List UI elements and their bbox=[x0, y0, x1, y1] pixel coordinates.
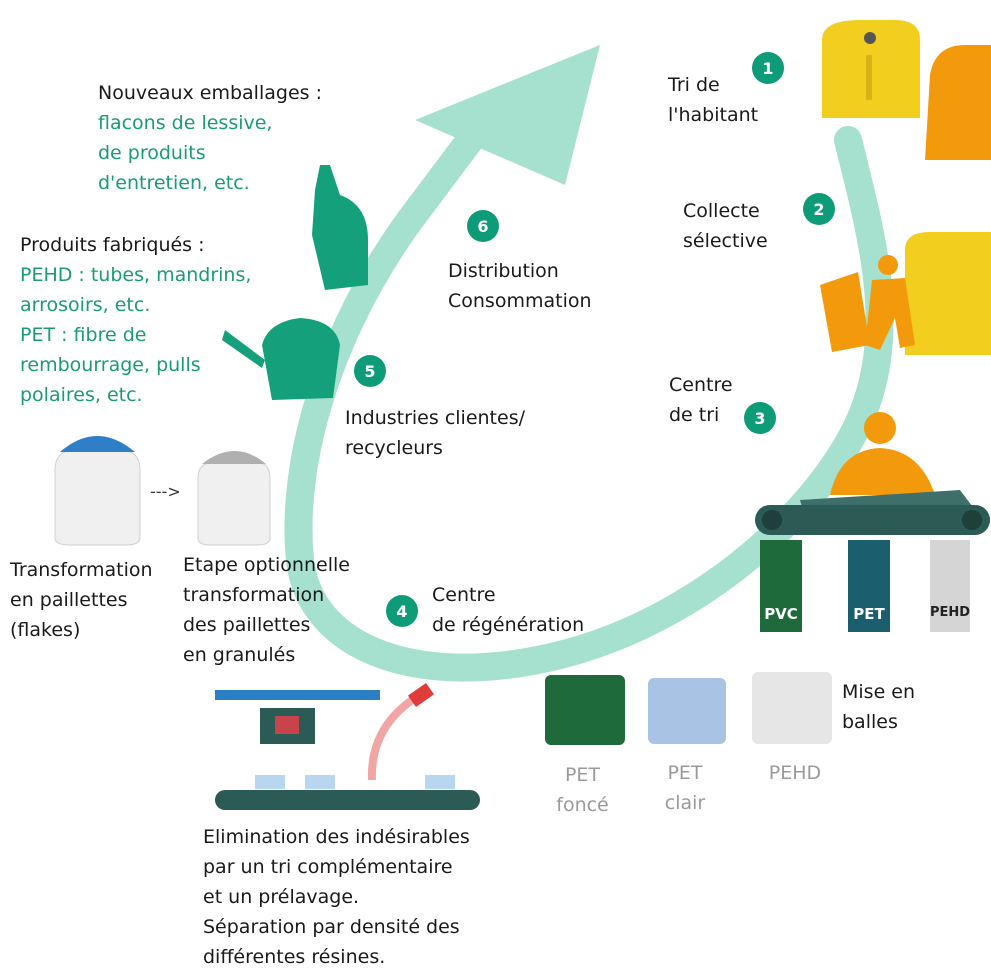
bales-icon bbox=[545, 672, 832, 745]
new-packaging-body: flacons de lessive, de produits d'entret… bbox=[98, 112, 273, 194]
svg-text:--->: ---> bbox=[150, 482, 181, 501]
bin-pet-label: PET bbox=[853, 605, 885, 623]
step-2-badge: 2 bbox=[803, 193, 835, 225]
step-4-label: Centre de régénération bbox=[432, 584, 585, 636]
manufactured-products-block: Produits fabriqués : PEHD : tubes, mandr… bbox=[20, 230, 251, 410]
sorting-centre-icon bbox=[755, 412, 990, 632]
step-2-label: Collecte sélective bbox=[683, 200, 768, 252]
new-packaging-title: Nouveaux emballages : bbox=[98, 82, 322, 104]
new-packaging-block: Nouveaux emballages : flacons de lessive… bbox=[98, 78, 322, 198]
step-6-badge: 6 bbox=[467, 210, 499, 242]
manufactured-products-body: PEHD : tubes, mandrins, arrosoirs, etc. … bbox=[20, 264, 252, 406]
manufactured-products-title: Produits fabriqués : bbox=[20, 234, 205, 256]
step-6-label: Distribution Consommation bbox=[448, 260, 592, 312]
step-1-badge: 1 bbox=[752, 52, 784, 84]
bales-label: Mise en balles bbox=[842, 681, 916, 733]
step-5-label: Industries clientes/ recycleurs bbox=[345, 407, 525, 459]
collection-truck-icon bbox=[820, 232, 991, 355]
step-5-badge: 5 bbox=[354, 355, 386, 387]
products-icon bbox=[222, 165, 368, 400]
granules-label: Etape optionnelle transformation des pai… bbox=[183, 554, 350, 666]
bale-clear-pet-label: PET clair bbox=[664, 762, 706, 814]
flakes-label: Transformation en paillettes (flakes) bbox=[10, 559, 153, 641]
household-sorting-icon bbox=[822, 20, 991, 160]
cycle-arrow bbox=[284, 126, 894, 682]
bin-pehd-label: PEHD bbox=[930, 605, 971, 620]
step-4-badge: 4 bbox=[386, 595, 418, 627]
step-1-label: Tri de l'habitant bbox=[668, 74, 759, 126]
elimination-text: Elimination des indésirables par un tri … bbox=[203, 826, 470, 968]
regeneration-machine-icon bbox=[215, 682, 480, 810]
step-3-label: Centre de tri bbox=[669, 374, 733, 426]
bale-dark-pet-label: PET foncé bbox=[556, 764, 609, 816]
bale-pehd-label: PEHD bbox=[768, 762, 822, 784]
bin-pvc-label: PVC bbox=[764, 605, 798, 623]
cycle-arrowhead bbox=[415, 45, 600, 185]
step-3-badge: 3 bbox=[744, 402, 776, 434]
big-bags-icon: ---> bbox=[54, 436, 271, 546]
